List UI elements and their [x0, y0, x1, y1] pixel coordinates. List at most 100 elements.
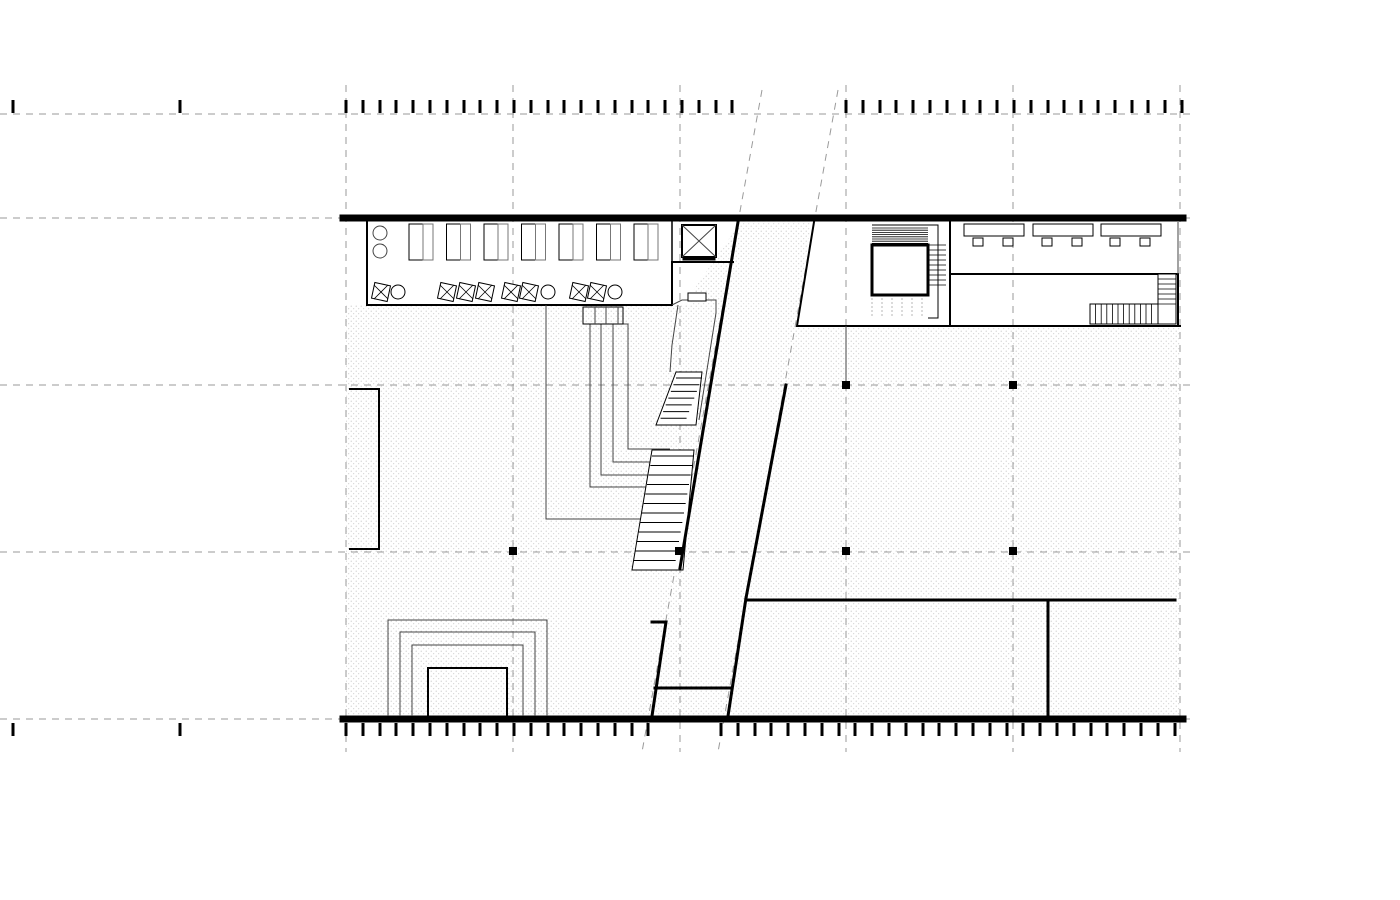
tick-mark	[1113, 100, 1117, 113]
round-table-icon	[372, 225, 388, 241]
tick-mark	[646, 723, 650, 736]
armchair-icon	[589, 284, 605, 300]
tick-mark	[861, 100, 865, 113]
chair-icon	[972, 237, 984, 247]
tick-mark	[870, 723, 874, 736]
tick-mark	[546, 100, 550, 113]
tick-mark	[445, 723, 449, 736]
tick-mark	[411, 100, 415, 113]
booth-seat	[408, 223, 424, 261]
chair-icon	[1139, 237, 1151, 247]
tick-mark	[937, 723, 941, 736]
tick-mark	[630, 723, 634, 736]
tick-mark	[562, 723, 566, 736]
tick-mark	[445, 100, 449, 113]
elevator-shaft	[870, 243, 930, 297]
tick-mark	[921, 723, 925, 736]
tick-mark	[562, 100, 566, 113]
tick-mark	[1163, 100, 1167, 113]
stair-outline	[872, 224, 939, 319]
round-table-icon	[390, 284, 406, 300]
tick-mark	[394, 723, 398, 736]
tick-mark	[1079, 100, 1083, 113]
tick-mark	[663, 100, 667, 113]
tick-mark	[1038, 723, 1042, 736]
column	[675, 547, 683, 555]
ramp-walls	[650, 220, 788, 718]
tick-mark	[596, 100, 600, 113]
structural-columns	[509, 381, 1017, 555]
office-desks	[963, 223, 1162, 247]
tick-mark	[1180, 100, 1184, 113]
chair-icon	[1109, 237, 1121, 247]
tick-mark	[1062, 100, 1066, 113]
tick-mark	[1146, 100, 1150, 113]
tick-mark	[462, 723, 466, 736]
tick-mark	[361, 100, 365, 113]
booth-table	[647, 223, 659, 261]
partitions	[349, 326, 1177, 718]
chair-icon	[1002, 237, 1014, 247]
tick-mark	[411, 723, 415, 736]
tick-mark	[1173, 723, 1177, 736]
tick-mark	[495, 723, 499, 736]
tick-mark	[988, 723, 992, 736]
booth-table	[610, 223, 621, 261]
tick-mark	[394, 100, 398, 113]
tick-mark	[878, 100, 882, 113]
tick-mark	[11, 723, 15, 736]
tick-mark	[512, 100, 516, 113]
desk	[1032, 223, 1094, 237]
tick-mark	[613, 100, 617, 113]
chair-icon	[1041, 237, 1053, 247]
tick-mark	[971, 723, 975, 736]
tick-mark	[837, 723, 841, 736]
tick-mark	[546, 723, 550, 736]
tick-mark	[1055, 723, 1059, 736]
tick-mark	[1096, 100, 1100, 113]
armchair-icon	[477, 284, 493, 300]
armchair-icon	[373, 284, 389, 300]
tick-mark	[753, 723, 757, 736]
tick-mark	[945, 100, 949, 113]
booth-table	[497, 223, 509, 261]
tick-mark	[1046, 100, 1050, 113]
tick-mark	[853, 723, 857, 736]
floor-fill	[346, 222, 1180, 716]
tick-mark	[928, 100, 932, 113]
tick-mark	[719, 723, 723, 736]
tick-mark	[1029, 100, 1033, 113]
tick-mark	[954, 723, 958, 736]
tick-mark	[697, 100, 701, 113]
column	[1009, 547, 1017, 555]
tick-mark	[714, 100, 718, 113]
tick-mark	[1139, 723, 1143, 736]
tick-mark	[344, 723, 348, 736]
booth-row	[408, 223, 659, 261]
column	[842, 381, 850, 389]
tick-mark	[512, 723, 516, 736]
main-staircase	[631, 292, 717, 571]
armchair-icon	[503, 284, 519, 300]
round-table-icon	[540, 284, 556, 300]
tick-mark	[462, 100, 466, 113]
tick-mark	[904, 723, 908, 736]
seating-zone	[366, 221, 734, 306]
tick-mark	[1156, 723, 1160, 736]
tick-mark	[803, 723, 807, 736]
tick-mark	[495, 100, 499, 113]
core-staircase	[871, 224, 946, 319]
armchair-icon	[571, 284, 587, 300]
tick-mark	[995, 100, 999, 113]
desk	[963, 223, 1025, 237]
tick-mark	[178, 100, 182, 113]
tick-mark	[361, 723, 365, 736]
tick-mark	[646, 100, 650, 113]
elevator-shaft	[681, 224, 717, 261]
tick-mark	[1012, 100, 1016, 113]
tick-mark	[1122, 723, 1126, 736]
tick-mark	[11, 100, 15, 113]
tick-mark	[378, 100, 382, 113]
tick-mark	[1130, 100, 1134, 113]
